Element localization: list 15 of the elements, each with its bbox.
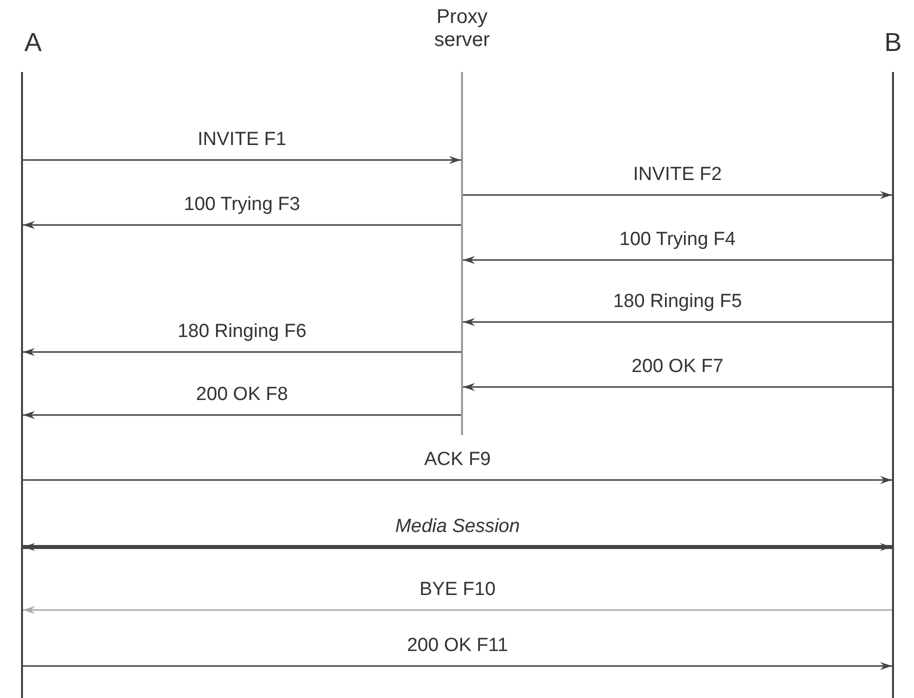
message-arrow — [463, 256, 892, 264]
participant-label: Proxy server — [433, 6, 491, 52]
participant-label: A — [23, 28, 43, 58]
message-arrow — [23, 348, 461, 356]
message-arrow — [23, 156, 461, 164]
participant-label: B — [883, 28, 903, 58]
message-arrow — [23, 606, 892, 614]
message-arrow — [463, 383, 892, 391]
message-arrow — [23, 662, 892, 670]
message-arrow — [463, 318, 892, 326]
message-arrow — [23, 476, 892, 484]
message-arrow — [23, 221, 461, 229]
message-arrow — [23, 411, 461, 419]
message-arrow — [463, 191, 892, 199]
message-arrow — [23, 543, 892, 551]
